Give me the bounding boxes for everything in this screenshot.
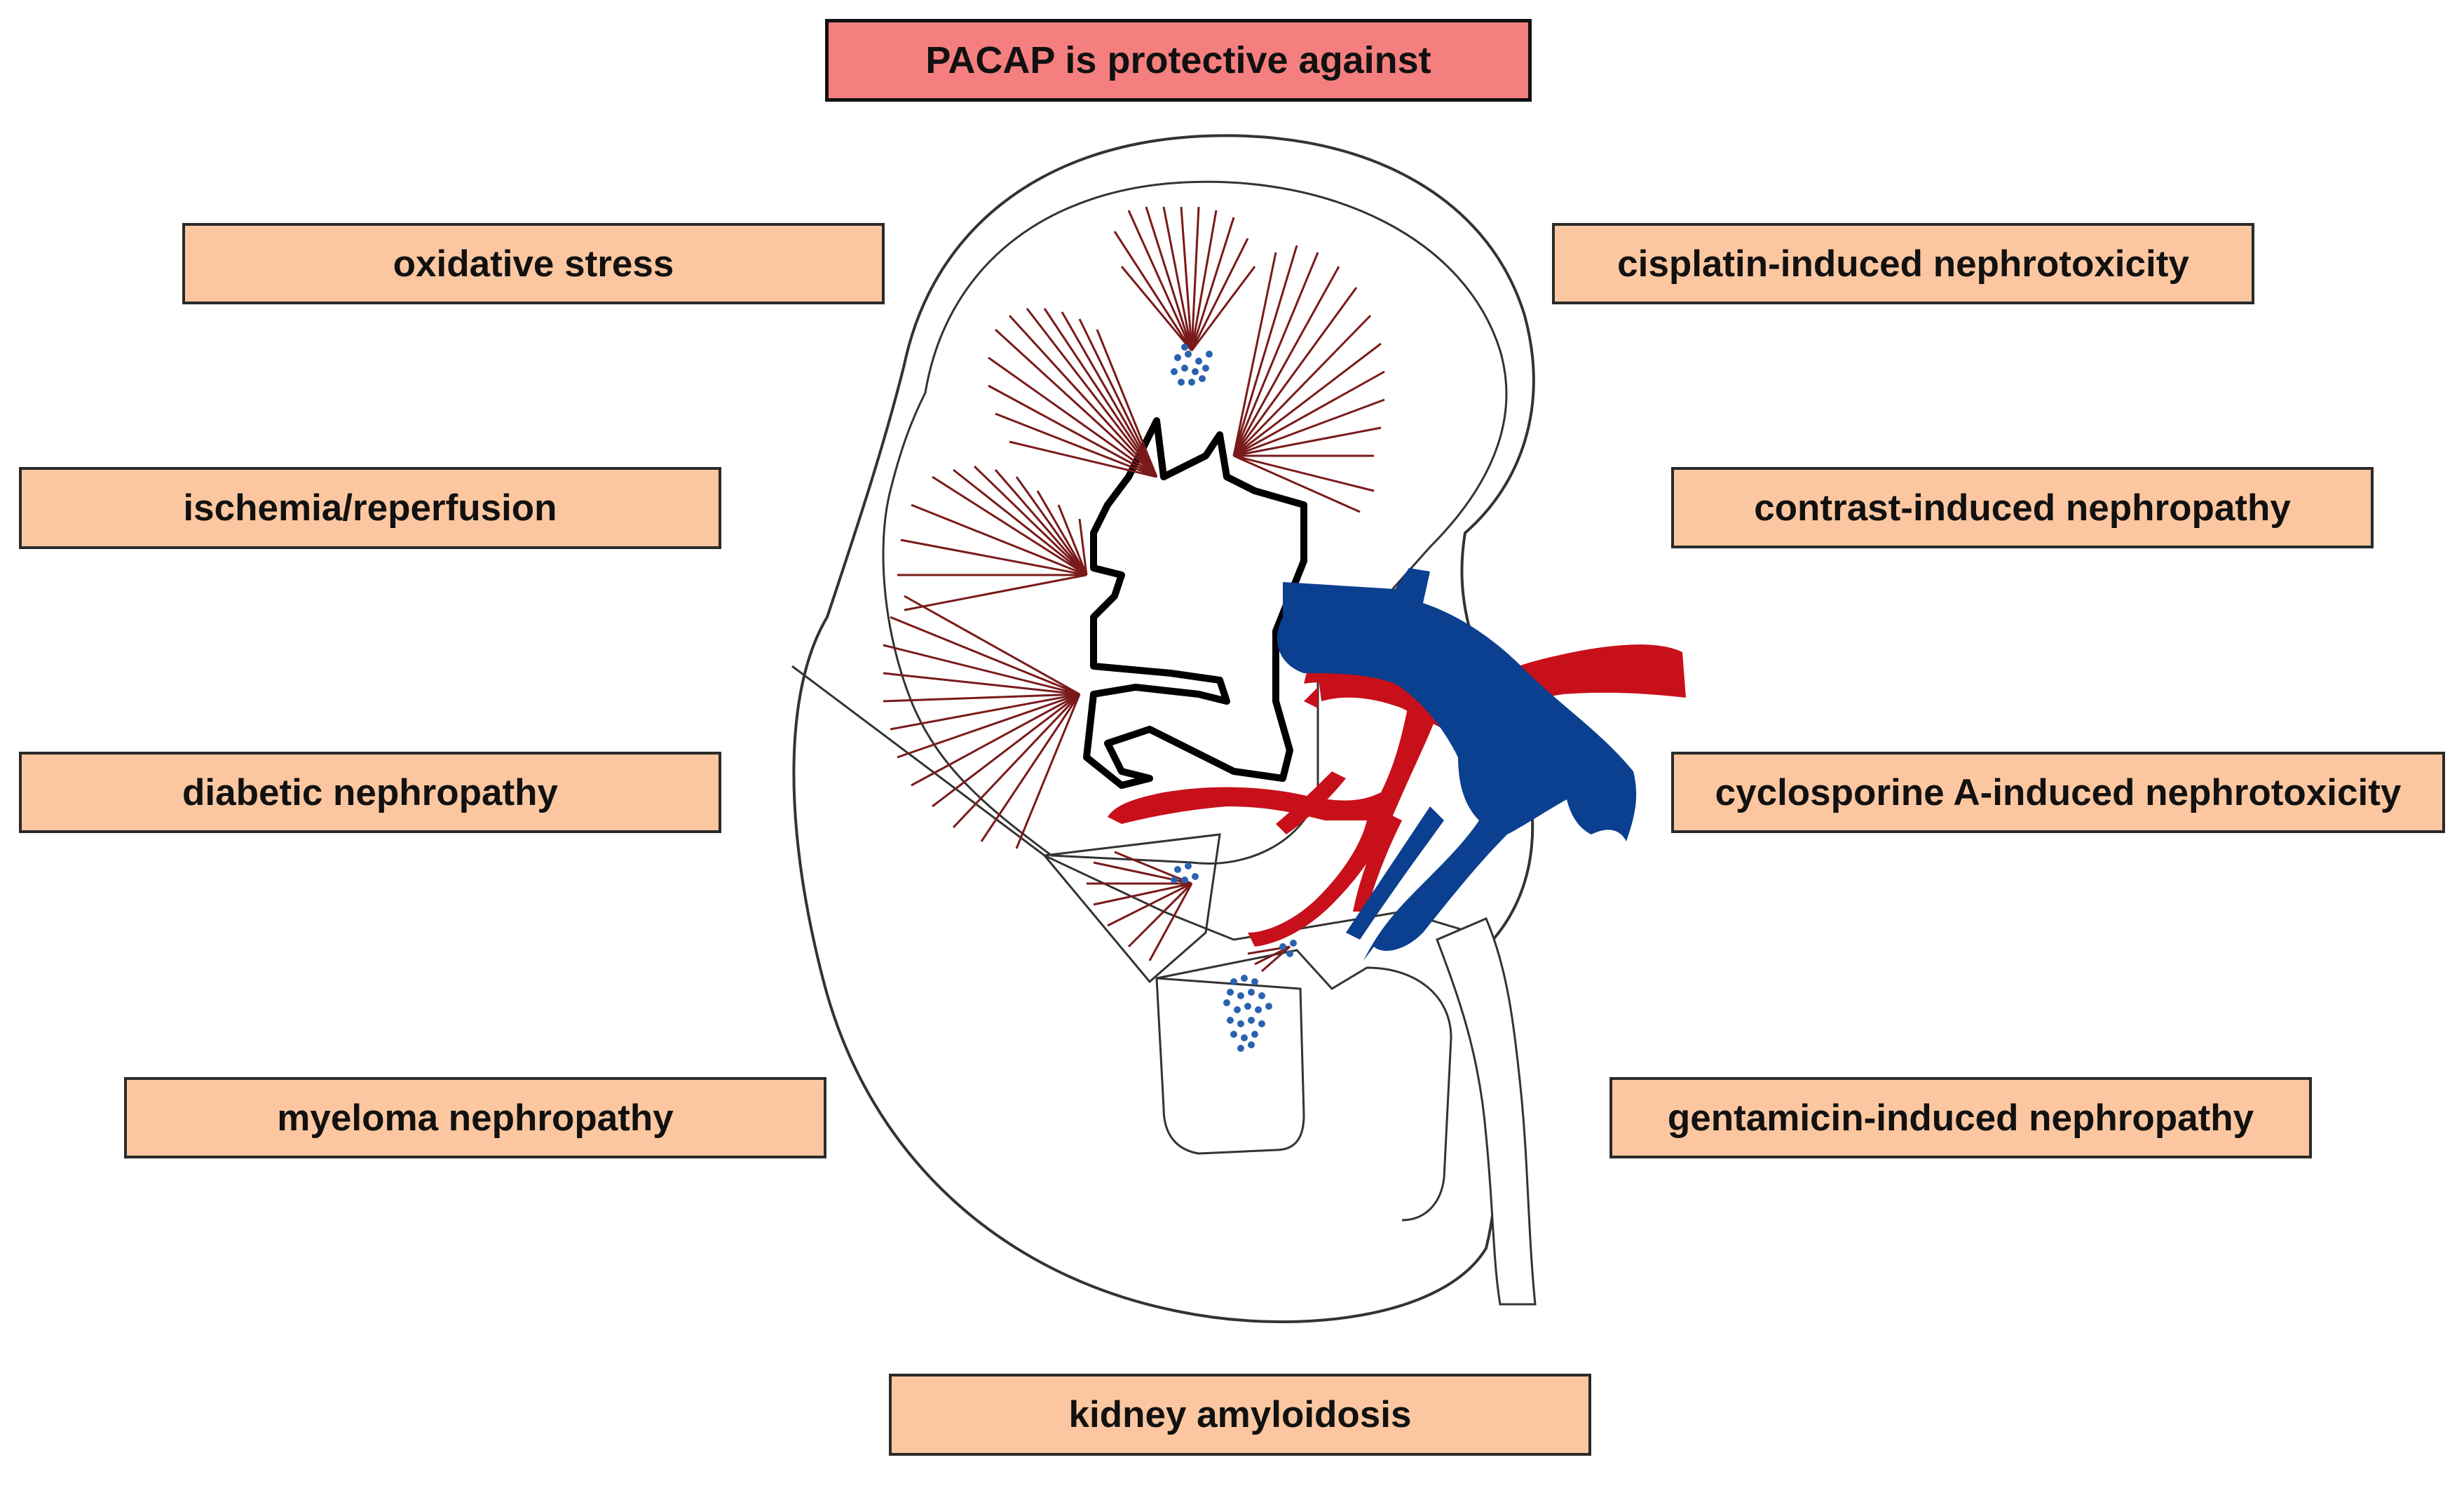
box-kidney-amyloidosis: kidney amyloidosis <box>889 1374 1591 1456</box>
medullary-pyramid-lower-left <box>883 595 1081 849</box>
medullary-pyramid-upper-right <box>1232 245 1385 513</box>
label-gentamicin: gentamicin-induced nephropathy <box>1667 1097 2254 1139</box>
box-cyclosporine: cyclosporine A-induced nephrotoxicity <box>1671 752 2445 833</box>
kidney-column-box <box>1156 949 1452 1222</box>
label-diabetic-nephropathy: diabetic nephropathy <box>182 771 558 813</box>
box-cisplatin: cisplatin-induced nephrotoxicity <box>1552 223 2254 304</box>
box-gentamicin: gentamicin-induced nephropathy <box>1609 1077 2312 1158</box>
title-text: PACAP is protective against <box>925 39 1431 81</box>
box-contrast: contrast-induced nephropathy <box>1671 467 2374 548</box>
ureter <box>1436 917 1537 1306</box>
label-oxidative-stress: oxidative stress <box>393 243 674 285</box>
kidney-pyramid-lower <box>1042 833 1221 984</box>
renal-vein <box>1277 568 1637 961</box>
box-myeloma-nephropathy: myeloma nephropathy <box>124 1077 826 1158</box>
kidney-calyx-box <box>1155 977 1305 1155</box>
label-cisplatin: cisplatin-induced nephrotoxicity <box>1617 243 2189 285</box>
label-contrast: contrast-induced nephropathy <box>1754 487 2291 529</box>
renal-pelvis <box>1083 417 1307 789</box>
title-box: PACAP is protective against <box>825 19 1532 102</box>
papilla-dots <box>1171 344 1297 1052</box>
box-diabetic-nephropathy: diabetic nephropathy <box>19 752 721 833</box>
medullary-pyramid-left <box>897 465 1088 611</box>
medullary-pyramid-top <box>1113 206 1256 351</box>
label-cyclosporine: cyclosporine A-induced nephrotoxicity <box>1715 771 2402 813</box>
box-oxidative-stress: oxidative stress <box>182 223 885 304</box>
label-kidney-amyloidosis: kidney amyloidosis <box>1068 1394 1412 1435</box>
label-myeloma-nephropathy: myeloma nephropathy <box>277 1097 674 1139</box>
label-ischemia-reperfusion: ischemia/reperfusion <box>183 487 557 529</box>
medullary-pyramid-upper-left <box>988 308 1158 478</box>
box-ischemia-reperfusion: ischemia/reperfusion <box>19 467 721 549</box>
